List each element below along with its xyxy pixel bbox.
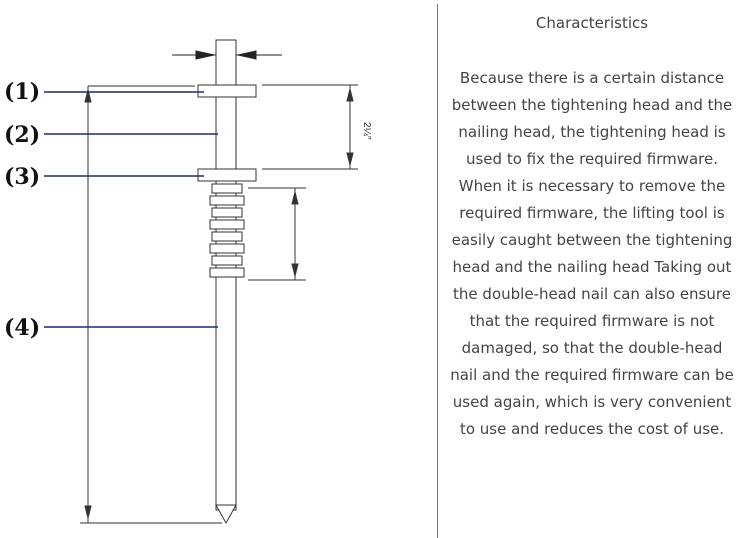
overall-length-dimension	[80, 85, 222, 524]
panel-description: Because there is a certain distance betw…	[450, 69, 734, 438]
callout-3: (3)	[4, 164, 40, 190]
characteristics-panel: Characteristics Because there is a certa…	[447, 0, 737, 538]
callout-2: (2)	[4, 122, 40, 148]
nail-body	[197, 39, 257, 525]
head-spacing-label: 2¼″	[361, 122, 373, 140]
tightening-head	[197, 84, 257, 98]
panel-title: Characteristics	[535, 14, 649, 32]
callout-1: (1)	[4, 79, 40, 105]
double-head-nail-diagram: 2¼″ (1) (2) (3) (4)	[4, 39, 373, 525]
head-spacing-dimension	[262, 84, 358, 170]
nailing-head	[197, 168, 257, 182]
callout-leaders	[44, 91, 218, 328]
panel-divider	[437, 4, 438, 538]
ring-shank-dimension	[248, 187, 306, 281]
callout-4: (4)	[4, 315, 40, 341]
